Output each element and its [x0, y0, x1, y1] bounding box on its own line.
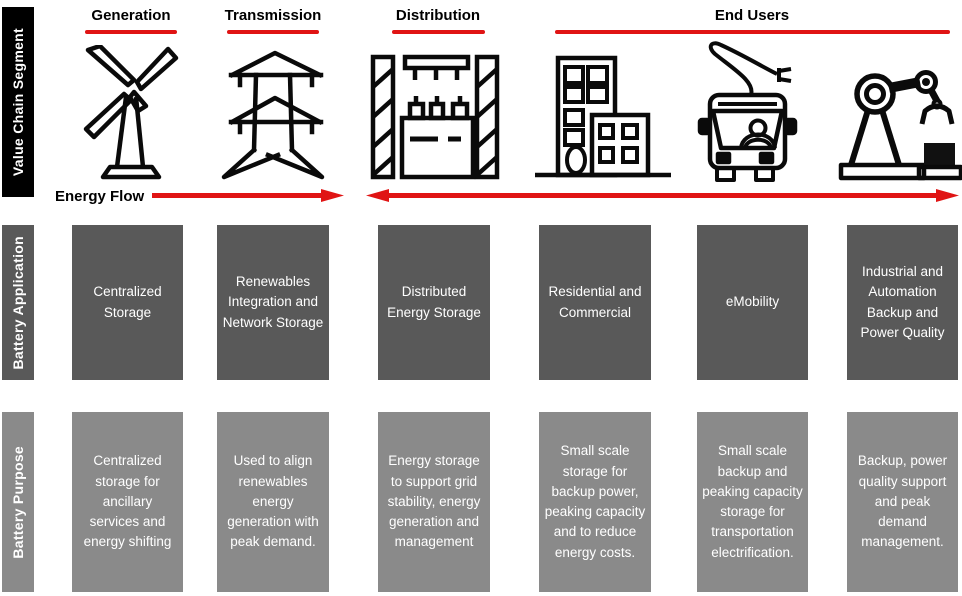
- purpose-box-residential: Small scale storage for backup power, pe…: [539, 412, 651, 592]
- application-text: eMobility: [725, 294, 780, 310]
- purpose-text: Backup, power quality support and peak d…: [857, 453, 948, 550]
- distribution-underline: [392, 30, 485, 34]
- application-text: Industrial and Automation Backup and Pow…: [860, 264, 945, 340]
- application-box-distribution: Distributed Energy Storage: [378, 225, 490, 380]
- application-text: Centralized Storage: [93, 284, 162, 320]
- row-label-value-chain-segment: Value Chain Segment: [2, 7, 34, 197]
- header-distribution: Distribution: [395, 7, 481, 24]
- purpose-text: Used to align renewables energy generati…: [227, 453, 319, 550]
- purpose-box-emobility: Small scale backup and peaking capacity …: [697, 412, 808, 592]
- application-box-emobility: eMobility: [697, 225, 808, 380]
- application-text: Renewables Integration and Network Stora…: [222, 274, 324, 330]
- application-box-generation: Centralized Storage: [72, 225, 183, 380]
- purpose-text: Centralized storage for ancillary servic…: [83, 453, 172, 550]
- purpose-box-generation: Centralized storage for ancillary servic…: [72, 412, 183, 592]
- purpose-text: Small scale backup and peaking capacity …: [702, 443, 803, 560]
- transformer-substation-icon: [370, 42, 500, 182]
- application-box-residential: Residential and Commercial: [539, 225, 651, 380]
- row-label-battery-application: Battery Application: [2, 225, 34, 380]
- header-end-users: End Users: [714, 7, 790, 24]
- row-label-text: Value Chain Segment: [10, 27, 26, 177]
- buildings-icon: [533, 48, 673, 180]
- application-box-industrial: Industrial and Automation Backup and Pow…: [847, 225, 958, 380]
- application-box-transmission: Renewables Integration and Network Stora…: [217, 225, 329, 380]
- purpose-box-industrial: Backup, power quality support and peak d…: [847, 412, 958, 592]
- row-label-battery-purpose: Battery Purpose: [2, 412, 34, 592]
- header-generation: Generation: [91, 7, 171, 24]
- transmission-tower-icon: [218, 45, 328, 185]
- electric-bus-icon: [695, 38, 815, 183]
- energy-flow-arrow-right: [148, 189, 344, 202]
- application-text: Residential and Commercial: [548, 284, 642, 320]
- row-label-text: Battery Purpose: [10, 445, 26, 559]
- purpose-box-transmission: Used to align renewables energy generati…: [217, 412, 329, 592]
- wind-turbine-icon: [72, 45, 187, 183]
- energy-flow-arrow-double: [366, 189, 959, 202]
- end-users-underline: [555, 30, 950, 34]
- robot-arm-icon: [838, 40, 962, 182]
- transmission-underline: [227, 30, 319, 34]
- energy-flow-label: Energy Flow: [55, 188, 145, 205]
- application-text: Distributed Energy Storage: [387, 284, 481, 320]
- generation-underline: [85, 30, 177, 34]
- purpose-text: Energy storage to support grid stability…: [387, 453, 481, 550]
- header-transmission: Transmission: [224, 7, 322, 24]
- purpose-text: Small scale storage for backup power, pe…: [544, 443, 646, 560]
- purpose-box-distribution: Energy storage to support grid stability…: [378, 412, 490, 592]
- row-label-text: Battery Application: [10, 235, 26, 370]
